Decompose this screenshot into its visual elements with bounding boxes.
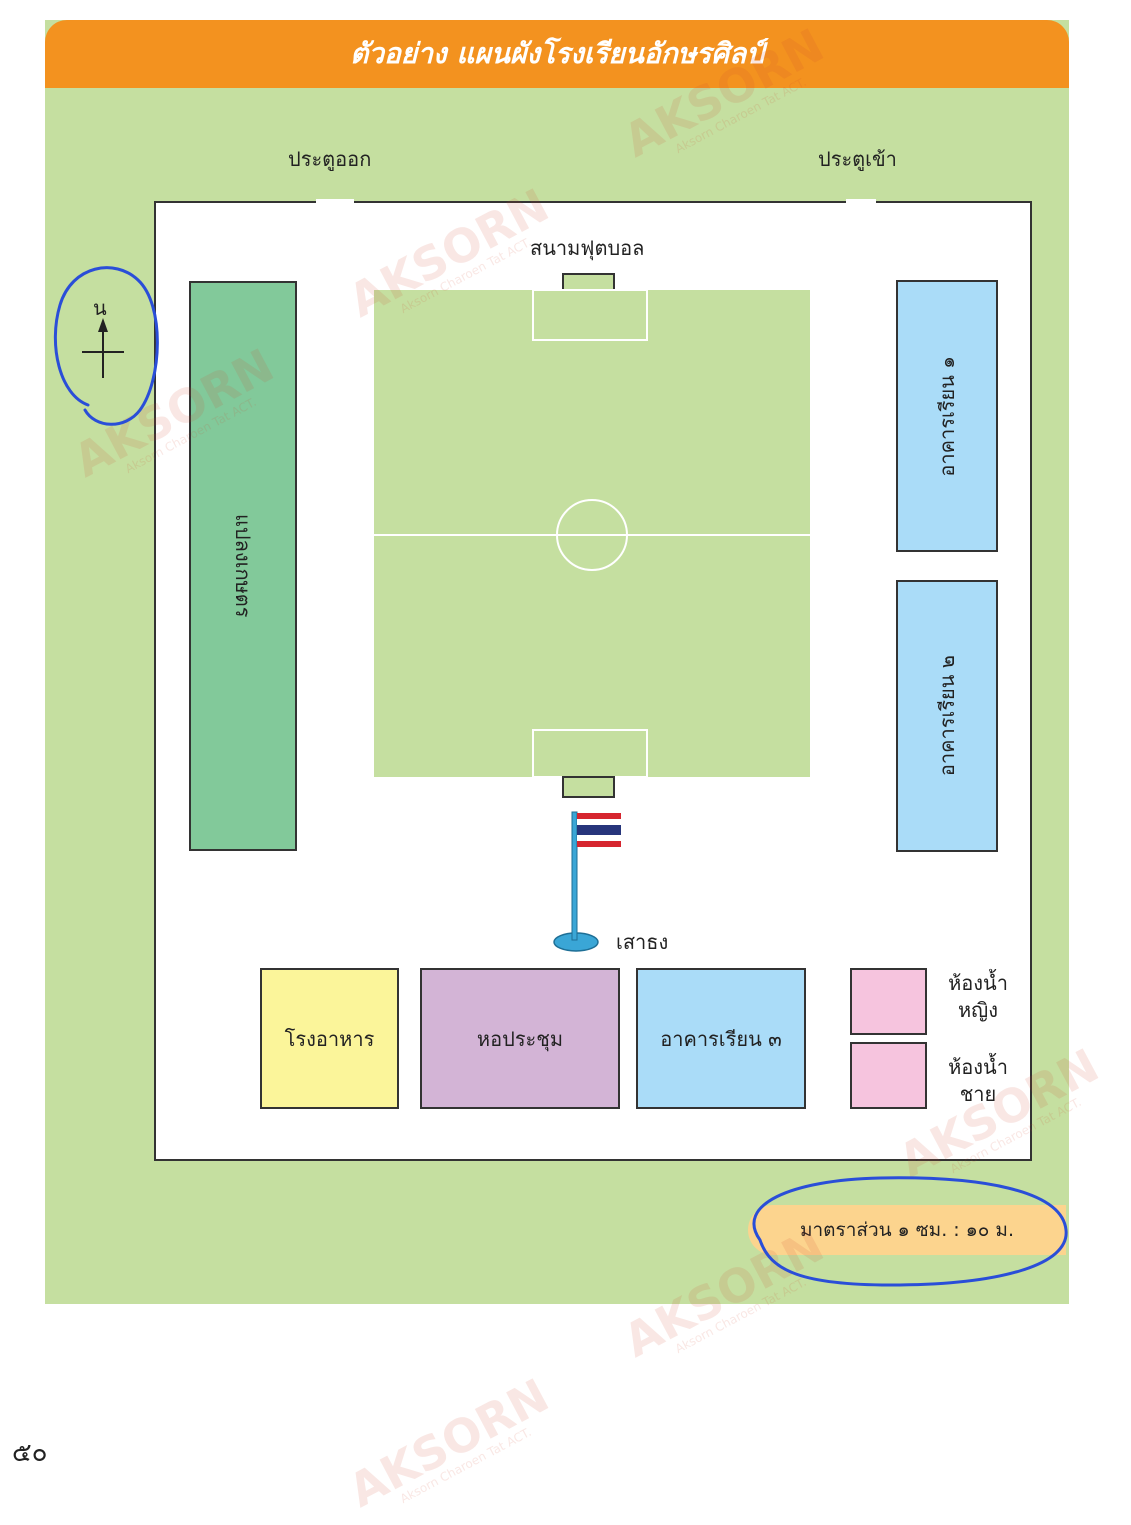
agricultural-plot-label: แปลงเกษตร: [231, 514, 255, 618]
canteen-label: โรงอาหาร: [284, 1026, 375, 1051]
canteen: โรงอาหาร: [260, 968, 399, 1109]
flagpole-label: เสาธง: [616, 930, 669, 954]
football-field-label: สนามฟุตบอล: [530, 236, 645, 260]
map-title: ตัวอย่าง แผนผังโรงเรียนอักษรศิลป์: [350, 37, 764, 70]
top-goal-box: [532, 289, 648, 341]
north-label: น: [93, 296, 107, 320]
exit-gate: [316, 199, 354, 204]
entrance-gate-label: ประตูเข้า: [818, 147, 897, 171]
compass-annotation-circle: [53, 266, 159, 426]
scale-annotation-circle: [752, 1176, 1068, 1287]
map-scale-label: มาตราส่วน ๑ ซม. : ๑๐ ม.: [799, 1219, 1014, 1241]
assembly-hall: หอประชุม: [420, 968, 620, 1109]
classroom-building-3: อาคารเรียน ๓: [636, 968, 806, 1109]
bottom-goal: [562, 776, 615, 798]
mens-restroom: [850, 1042, 927, 1109]
north-arrow-icon: [82, 318, 124, 378]
map-scale: มาตราส่วน ๑ ซม. : ๑๐ ม.: [748, 1205, 1066, 1255]
exit-gate-label: ประตูออก: [288, 147, 372, 171]
classroom-building-2: อาคารเรียน ๒: [896, 580, 998, 852]
entrance-gate: [846, 199, 876, 204]
football-field: [374, 290, 810, 777]
map-header: ตัวอย่าง แผนผังโรงเรียนอักษรศิลป์: [45, 20, 1069, 88]
flagpole-pole: [571, 811, 578, 941]
classroom-building-3-label: อาคารเรียน ๓: [660, 1026, 782, 1051]
womens-restroom: [850, 968, 927, 1035]
mens-restroom-label: ห้องน้ำ ชาย: [948, 1055, 1008, 1106]
assembly-hall-label: หอประชุม: [476, 1026, 564, 1051]
womens-restroom-label: ห้องน้ำ หญิง: [948, 971, 1008, 1022]
classroom-building-1: อาคารเรียน ๑: [896, 280, 998, 552]
agricultural-plot: แปลงเกษตร: [189, 281, 297, 851]
thai-flag-icon: [577, 813, 621, 847]
page-number: ๕๐: [12, 1438, 48, 1468]
center-circle: [556, 499, 628, 571]
